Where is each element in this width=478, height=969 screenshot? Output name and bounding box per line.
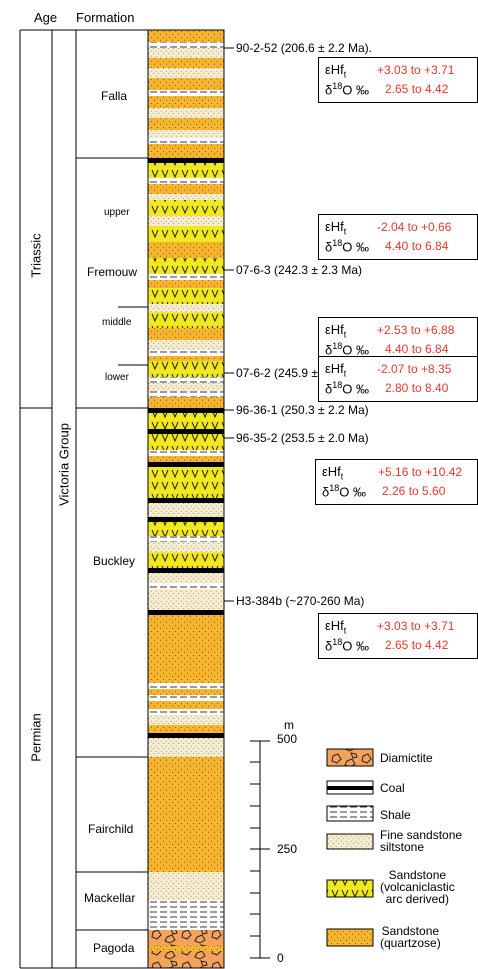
scale-unit: m — [284, 718, 294, 732]
legend-quartzose: Sandstone (quartzose) — [380, 924, 441, 950]
isotope-box-3: εHft +2.53 to +6.88 δ18O ‰ 4.40 to 6.84 — [318, 317, 478, 363]
legend-volcaniclastic: Sandstone (volcaniclastic arc derived) — [380, 868, 455, 906]
o-value: 2.26 to 5.60 — [382, 484, 446, 498]
age-triassic-label: Triassic — [28, 233, 44, 278]
hf-label: εHft — [325, 219, 347, 237]
hf-label: εHft — [325, 361, 347, 379]
scale-500: 500 — [277, 732, 298, 746]
o-value: 2.65 to 4.42 — [385, 638, 449, 652]
member-middle: middle — [102, 317, 132, 328]
age-header: Age — [34, 10, 58, 25]
isotope-box-4: εHft -2.07 to +8.35 δ18O ‰ 2.80 to 8.40 — [318, 356, 478, 402]
isotope-box-5: εHft +5.16 to +10.42 δ18O ‰ 2.26 to 5.60 — [315, 459, 478, 505]
legend-swatches — [326, 748, 374, 947]
formation-mackellar: Mackellar — [84, 891, 136, 905]
sample-label-2: 07-6-3 (242.3 ± 2.3 Ma) — [236, 263, 362, 277]
hf-value: +3.03 to +3.71 — [377, 63, 455, 77]
isotope-box-1: εHft +3.03 to +3.71 δ18O ‰ 2.65 to 4.42 — [318, 57, 478, 103]
legend-fine-sandstone: Fine sandstone siltstone — [380, 828, 463, 854]
formation-fairchild: Fairchild — [88, 822, 134, 836]
hf-value: -2.07 to +8.35 — [377, 362, 452, 376]
sample-label-4: 96-36-1 (250.3 ± 2.2 Ma) — [236, 403, 369, 417]
o-value: 4.40 to 6.84 — [385, 239, 449, 253]
o-label: δ18O ‰ — [325, 81, 369, 98]
o-label: δ18O ‰ — [325, 380, 369, 397]
formation-header: Formation — [76, 10, 135, 25]
legend-coal: Coal — [380, 781, 405, 795]
hf-value: +2.53 to +6.88 — [377, 323, 455, 337]
formation-buckley: Buckley — [93, 554, 136, 568]
age-permian-label: Permian — [28, 713, 44, 762]
column-layers — [147, 29, 225, 969]
hf-label: εHft — [325, 62, 347, 80]
formation-fremouw: Fremouw — [87, 265, 138, 279]
member-lower: lower — [105, 372, 129, 383]
formation-pagoda: Pagoda — [93, 941, 135, 955]
sample-label-6: H3-384b (~270-260 Ma) — [236, 594, 365, 608]
hf-label: εHft — [322, 464, 344, 482]
scale-0: 0 — [277, 951, 284, 965]
scale-250: 250 — [277, 842, 298, 856]
isotope-box-2: εHft -2.04 to +0.66 δ18O ‰ 4.40 to 6.84 — [318, 214, 478, 260]
legend-shale: Shale — [380, 808, 411, 822]
o-label: δ18O ‰ — [325, 637, 369, 654]
member-upper: upper — [104, 207, 130, 218]
o-value: 2.65 to 4.42 — [385, 82, 449, 96]
sample-label-5: 96-35-2 (253.5 ± 2.0 Ma) — [236, 431, 369, 445]
hf-label: εHft — [325, 322, 347, 340]
hf-value: -2.04 to +0.66 — [377, 220, 452, 234]
o-label: δ18O ‰ — [325, 341, 369, 358]
legend-diamictite: Diamictite — [380, 751, 433, 765]
o-label: δ18O ‰ — [322, 483, 366, 500]
isotope-box-6: εHft +3.03 to +3.71 δ18O ‰ 2.65 to 4.42 — [318, 613, 478, 659]
o-value: 4.40 to 6.84 — [385, 342, 449, 356]
hf-label: εHft — [325, 618, 347, 636]
o-value: 2.80 to 8.40 — [385, 381, 449, 395]
victoria-group-label: Victoria Group — [56, 423, 72, 506]
sample-label-1: 90-2-52 (206.6 ± 2.2 Ma). — [236, 41, 372, 55]
o-label: δ18O ‰ — [325, 238, 369, 255]
hf-value: +3.03 to +3.71 — [377, 619, 455, 633]
formation-falla: Falla — [101, 89, 128, 103]
hf-value: +5.16 to +10.42 — [378, 465, 463, 479]
scale-bar — [250, 740, 270, 959]
